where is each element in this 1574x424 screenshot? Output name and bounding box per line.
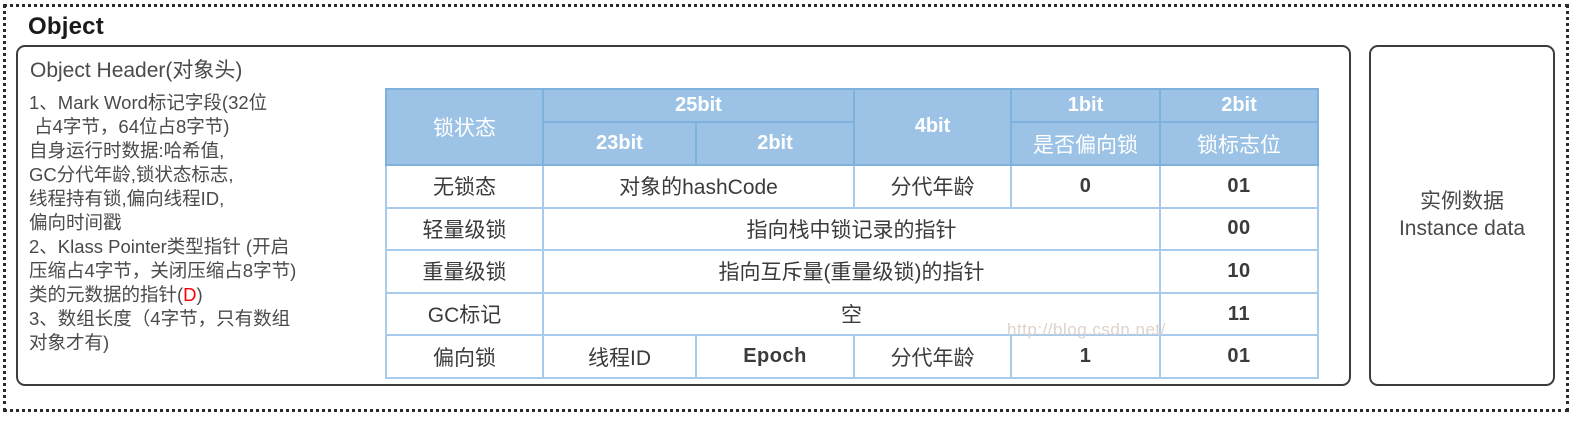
mark-word-table-element: 锁状态 25bit 4bit 1bit 2bit 23bit 2bit 是否偏向…: [385, 87, 1319, 379]
instance-data-box: 实例数据 Instance data: [1369, 45, 1555, 386]
cell-lock-flag: 10: [1159, 249, 1319, 294]
table-header-row-1: 锁状态 25bit 4bit 1bit 2bit: [385, 87, 1319, 166]
cell-lock-state: 偏向锁: [385, 334, 544, 379]
table-row: GC标记 空 11: [385, 291, 1319, 337]
cell-markword-wide: 指向互斥量(重量级锁)的指针: [542, 249, 1161, 294]
cell-lock-state: 轻量级锁: [385, 206, 544, 252]
cell-markword-wide: 指向栈中锁记录的指针: [542, 206, 1161, 252]
th-2bit: 2bit: [1159, 87, 1319, 124]
th-25bit: 25bit: [542, 87, 855, 124]
instance-data-label-cn: 实例数据: [1420, 189, 1504, 213]
cell-lock-state: GC标记: [385, 291, 544, 337]
instance-data-label-en: Instance data: [1398, 216, 1526, 240]
cell-lock-state: 重量级锁: [385, 249, 544, 294]
object-header-box: Object Header(对象头) 1、Mark Word标记字段(32位 占…: [16, 45, 1351, 386]
cell-age: 分代年龄: [853, 163, 1012, 209]
cell-lock-flag: 11: [1159, 291, 1319, 337]
object-header-description: 1、Mark Word标记字段(32位 占4字节，64位占8字节) 自身运行时数…: [29, 91, 381, 356]
cell-thread-id: 线程ID: [542, 334, 697, 379]
cell-markword-wide: 空: [542, 291, 1161, 337]
mark-word-table: 锁状态 25bit 4bit 1bit 2bit 23bit 2bit 是否偏向…: [385, 87, 1319, 379]
cell-biased: 0: [1010, 163, 1161, 209]
table-row: 偏向锁 线程ID Epoch 分代年龄 1 01: [385, 334, 1319, 379]
table-row: 无锁态 对象的hashCode 分代年龄 0 01: [385, 163, 1319, 209]
cell-lock-state: 无锁态: [385, 163, 544, 209]
table-row: 轻量级锁 指向栈中锁记录的指针 00: [385, 206, 1319, 252]
th-1bit: 1bit: [1010, 87, 1161, 124]
cell-age: 分代年龄: [853, 334, 1012, 379]
th-biased-flag: 是否偏向锁: [1010, 121, 1161, 166]
th-2bit-sub: 2bit: [695, 121, 855, 166]
description-part-1: 1、Mark Word标记字段(32位 占4字节，64位占8字节) 自身运行时数…: [29, 92, 297, 306]
cell-biased: 1: [1010, 334, 1161, 379]
table-header-row-2: 23bit 2bit 是否偏向锁 锁标志位: [386, 121, 1319, 166]
cell-epoch: Epoch: [695, 334, 855, 379]
th-4bit: 4bit: [853, 88, 1012, 166]
cell-markword: 对象的hashCode: [542, 163, 855, 209]
th-lock-state: 锁状态: [385, 88, 544, 166]
table-row: 重量级锁 指向互斥量(重量级锁)的指针 10: [385, 249, 1319, 294]
cell-lock-flag: 01: [1159, 334, 1319, 379]
cell-lock-flag: 00: [1159, 206, 1319, 252]
th-23bit: 23bit: [542, 121, 697, 166]
th-lock-flag: 锁标志位: [1159, 121, 1319, 166]
description-part-2: ) 3、数组长度（4字节，只有数组 对象才有): [29, 284, 291, 354]
object-header-label: Object Header(对象头): [30, 59, 243, 82]
cell-lock-flag: 01: [1159, 163, 1319, 209]
object-title: Object: [28, 13, 104, 40]
description-red-marker: D: [183, 284, 197, 306]
